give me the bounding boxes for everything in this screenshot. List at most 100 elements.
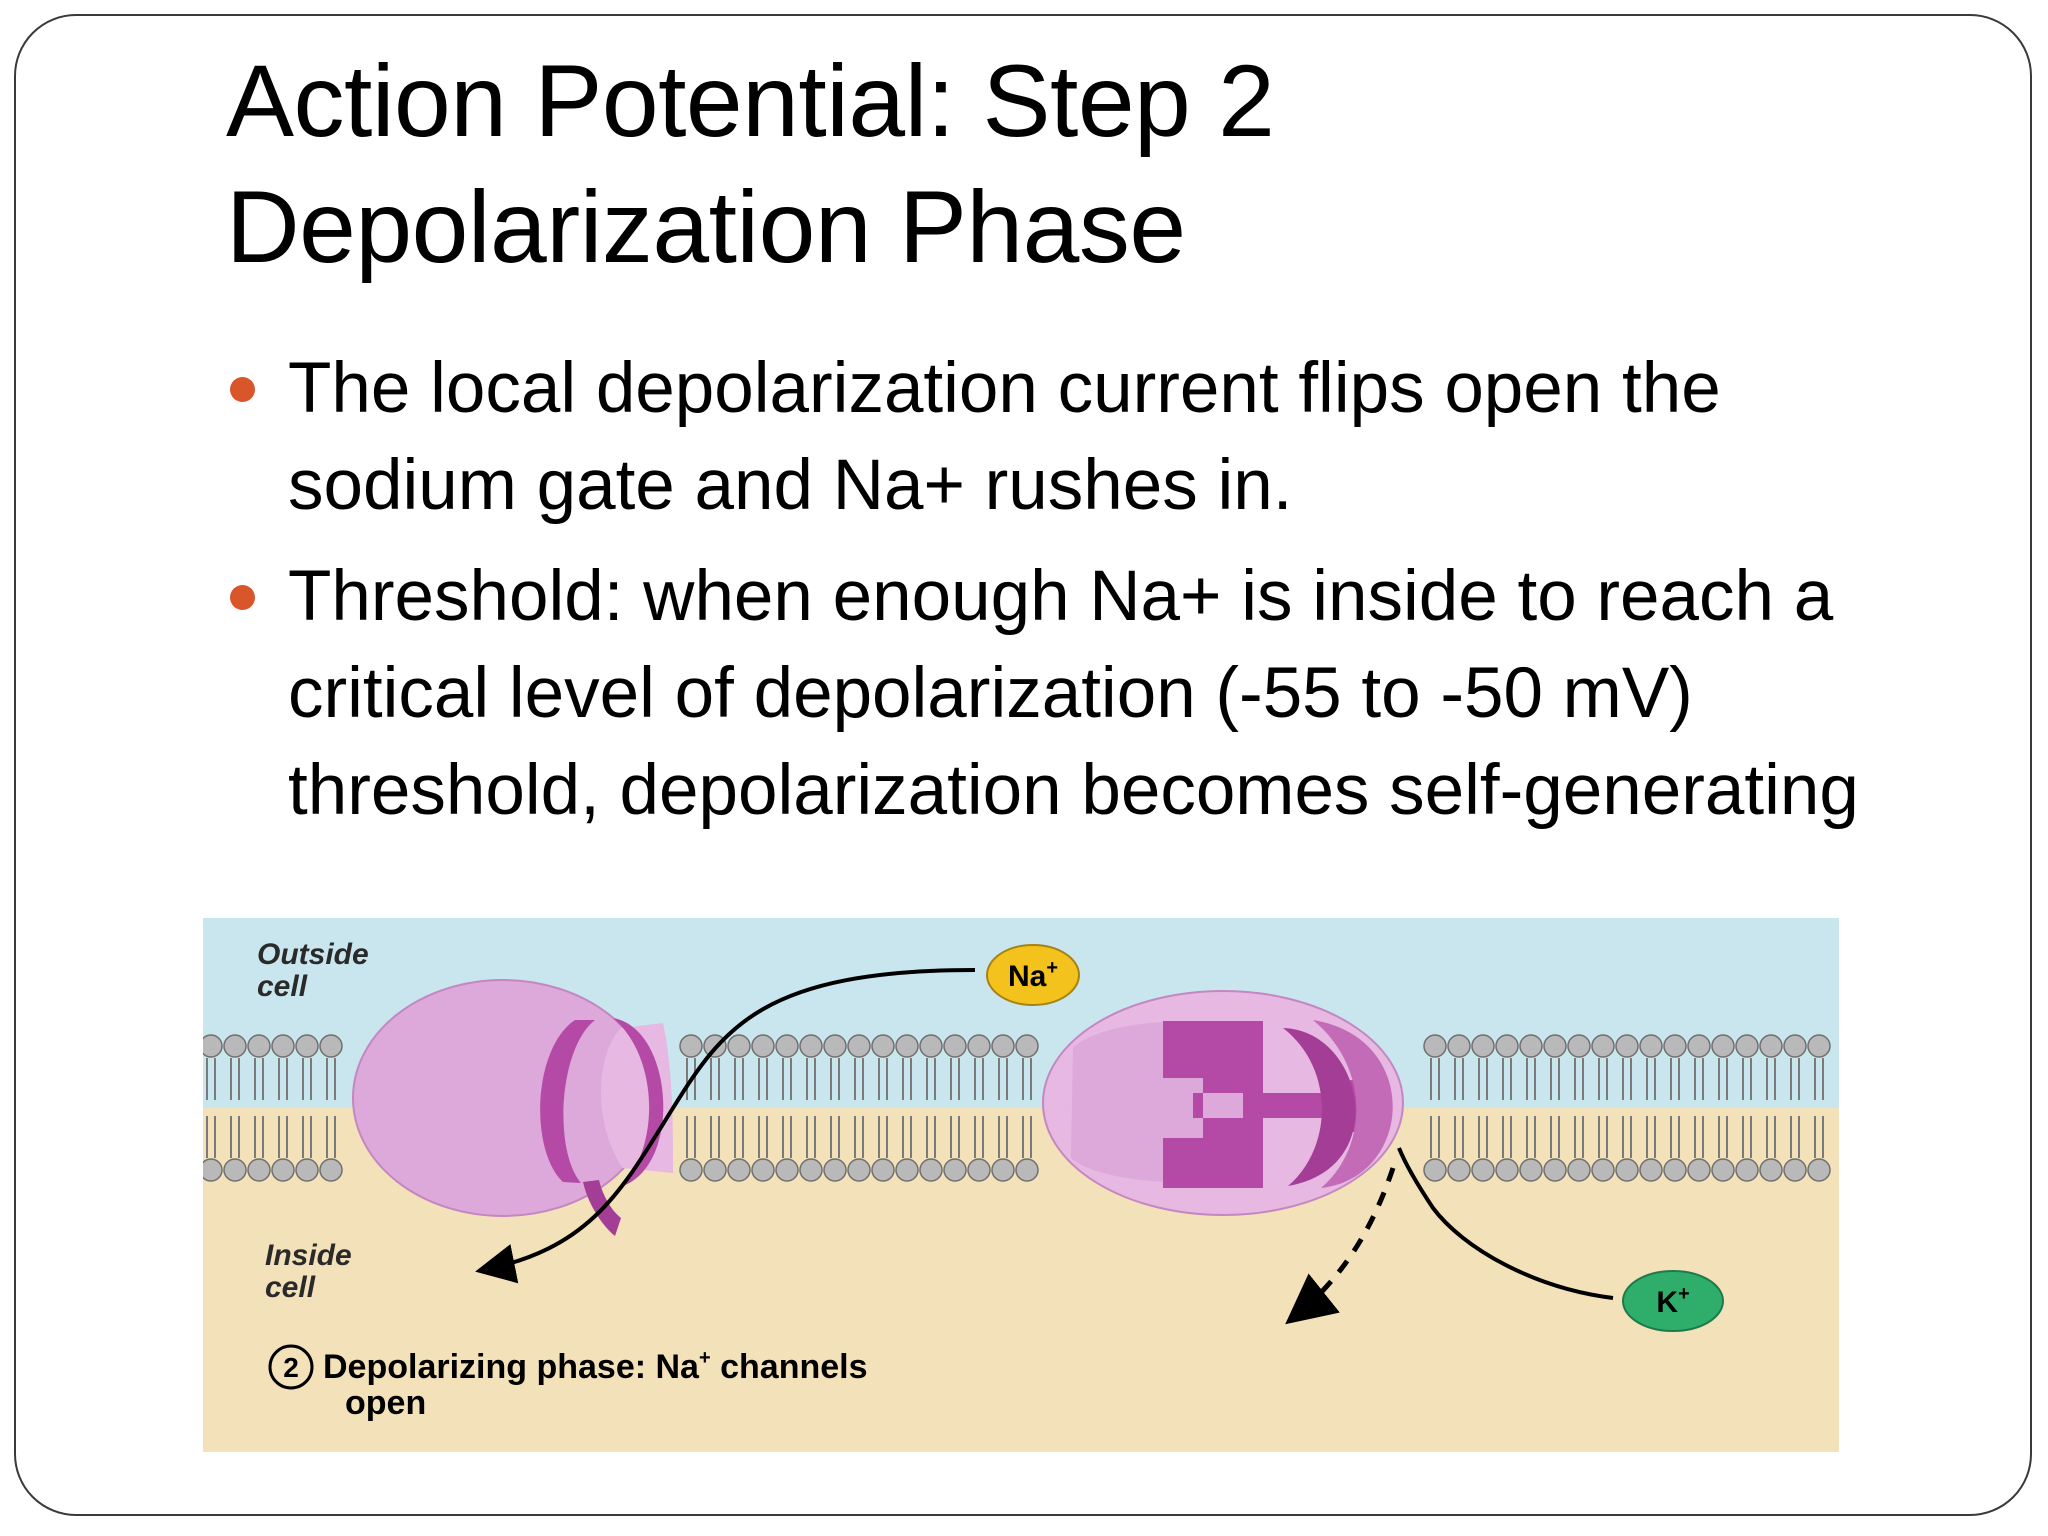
lipid-head (1567, 1158, 1591, 1182)
lipid-head (895, 1034, 919, 1058)
lipid-head (319, 1034, 343, 1058)
lipid-head (319, 1158, 343, 1182)
lipid-head (1759, 1158, 1783, 1182)
lipid-head (1423, 1034, 1447, 1058)
lipid-head (1519, 1034, 1543, 1058)
ion-channel-diagram: Na+ K+ Outside cell Inside cell 2 Depola… (203, 918, 1839, 1452)
lipid-head (919, 1034, 943, 1058)
lipid-head (223, 1034, 247, 1058)
lipid-head (1663, 1158, 1687, 1182)
outside-cell-label-line1: Outside (257, 938, 369, 971)
caption-text-part1: Depolarizing phase: Na (323, 1348, 700, 1386)
lipid-head (1591, 1034, 1615, 1058)
potassium-ion-charge: + (1678, 1283, 1690, 1305)
sodium-ion-symbol: Na (1008, 960, 1047, 993)
bullet-text: The local depolarization current flips o… (288, 349, 1721, 525)
sodium-ion-badge: Na+ (986, 944, 1080, 1006)
lipid-head (247, 1158, 271, 1182)
lipid-head (1615, 1034, 1639, 1058)
svg-text:Na+: Na+ (1008, 957, 1058, 993)
diagram-caption: 2 Depolarizing phase: Na+ channels open (268, 1344, 868, 1422)
lipid-head (1759, 1034, 1783, 1058)
slide-title: Action Potential: Step 2 Depolarization … (226, 38, 1946, 290)
lipid-head (823, 1158, 847, 1182)
bullet-item: The local depolarization current flips o… (226, 340, 1926, 534)
lipid-head (295, 1034, 319, 1058)
step-number-circle-icon (268, 1344, 314, 1390)
lipid-head (1543, 1034, 1567, 1058)
bullet-dot-icon (230, 585, 255, 610)
svg-text:K+: K+ (1656, 1283, 1689, 1319)
outside-cell-label-line2: cell (257, 970, 308, 1003)
lipid-head (1543, 1158, 1567, 1182)
lipid-head (1471, 1158, 1495, 1182)
title-line-2: Depolarization Phase (226, 170, 1186, 284)
svg-text:Depolarizing phase: Na+ channe: Depolarizing phase: Na+ channels (323, 1347, 868, 1386)
lipid-head (895, 1158, 919, 1182)
lipid-head (871, 1034, 895, 1058)
lipid-head (943, 1034, 967, 1058)
lipid-bilayer (203, 1034, 1831, 1182)
lipid-head (967, 1158, 991, 1182)
caption-text-part2: channels (711, 1348, 868, 1386)
lipid-head (991, 1158, 1015, 1182)
lipid-head (775, 1158, 799, 1182)
bullet-item: Threshold: when enough Na+ is inside to … (226, 548, 1926, 839)
lipid-head (1495, 1034, 1519, 1058)
lipid-head (1711, 1158, 1735, 1182)
bullet-dot-icon (230, 377, 255, 402)
lipid-head (1591, 1158, 1615, 1182)
lipid-head (223, 1158, 247, 1182)
potassium-ion-symbol: K (1656, 1286, 1678, 1319)
lipid-head (1447, 1158, 1471, 1182)
lipid-head (991, 1034, 1015, 1058)
lipid-head (727, 1158, 751, 1182)
step-number: 2 (283, 1352, 299, 1383)
inside-cell-label-line1: Inside (265, 1239, 352, 1272)
lipid-head (967, 1034, 991, 1058)
inside-cell-label-line2: cell (265, 1271, 316, 1304)
lipid-head (1735, 1158, 1759, 1182)
lipid-head (1687, 1034, 1711, 1058)
bullet-text: Threshold: when enough Na+ is inside to … (288, 557, 1859, 830)
lipid-head (1783, 1158, 1807, 1182)
lipid-head (295, 1158, 319, 1182)
sodium-ion-charge: + (1046, 957, 1058, 979)
lipid-head (775, 1034, 799, 1058)
lipid-head (703, 1158, 727, 1182)
lipid-head (1015, 1034, 1039, 1058)
potassium-efflux-dashed-arrow (1285, 1167, 1396, 1325)
lipid-head (679, 1158, 703, 1182)
lipid-head (1783, 1034, 1807, 1058)
lipid-head (751, 1158, 775, 1182)
lipid-head (847, 1158, 871, 1182)
lipid-head (751, 1034, 775, 1058)
lipid-head (1015, 1158, 1039, 1182)
potassium-ion-badge: K+ (1622, 1270, 1724, 1332)
lipid-head (1663, 1034, 1687, 1058)
lipid-head (679, 1034, 703, 1058)
lipid-head (871, 1158, 895, 1182)
caption-line2: open (345, 1384, 426, 1422)
lipid-head (1807, 1158, 1831, 1182)
potassium-channel (1042, 990, 1404, 1216)
caption-superscript: + (699, 1347, 711, 1369)
lipid-head (1423, 1158, 1447, 1182)
bullet-list: The local depolarization current flips o… (226, 340, 1926, 886)
lipid-head (823, 1034, 847, 1058)
lipid-head (271, 1158, 295, 1182)
lipid-head (1735, 1034, 1759, 1058)
lipid-head (1639, 1034, 1663, 1058)
lipid-head (1447, 1034, 1471, 1058)
lipid-head (1711, 1034, 1735, 1058)
lipid-head (1471, 1034, 1495, 1058)
potassium-path-line (1397, 1147, 1614, 1300)
lipid-head (1639, 1158, 1663, 1182)
lipid-head (271, 1034, 295, 1058)
lipid-head (799, 1034, 823, 1058)
lipid-head (919, 1158, 943, 1182)
sodium-channel (352, 979, 673, 1236)
lipid-head (799, 1158, 823, 1182)
diagram-svg: Na+ K+ Outside cell Inside cell 2 Depola… (203, 918, 1839, 1452)
lipid-head (1519, 1158, 1543, 1182)
